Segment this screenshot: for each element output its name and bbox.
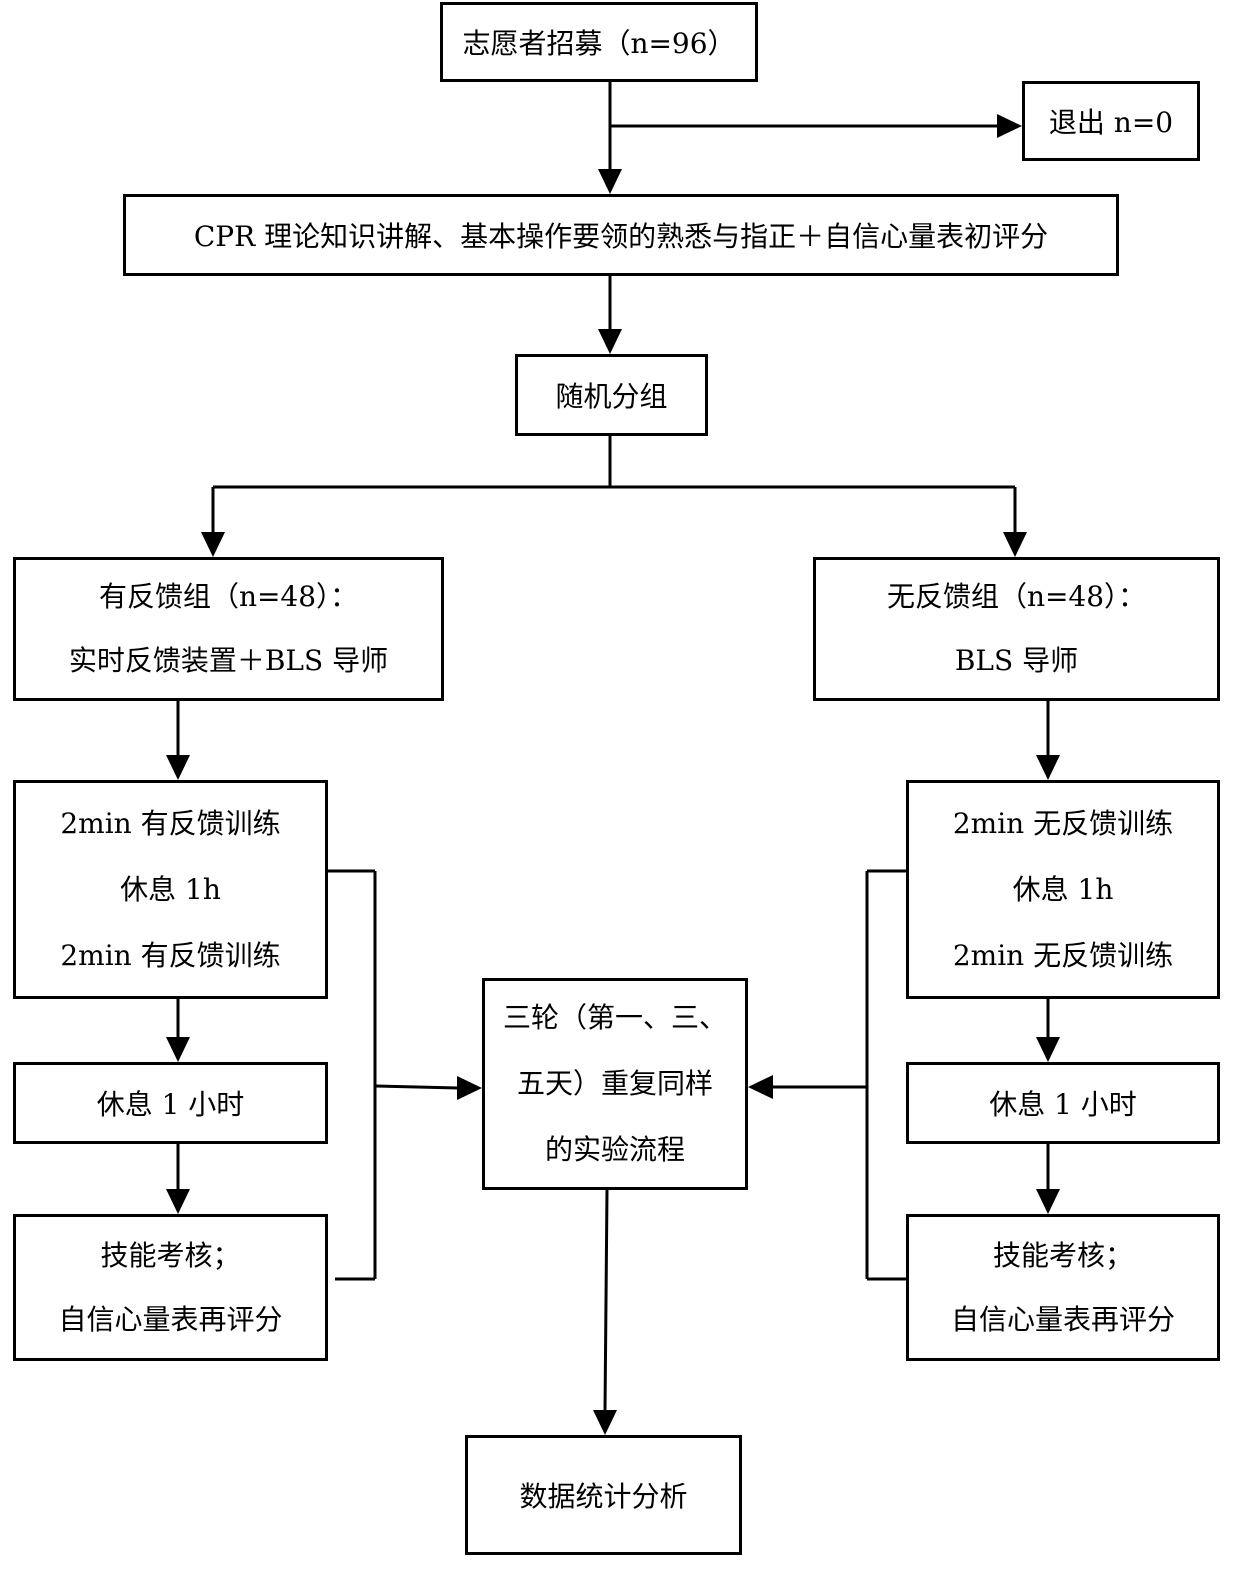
node-nofeedback-rest: 休息 1 小时 bbox=[906, 1062, 1220, 1144]
arrowhead-to-fb-rest bbox=[166, 1037, 190, 1062]
arrowhead-to-nfb-train bbox=[1036, 755, 1060, 780]
arrowhead-to-fb-group bbox=[201, 532, 225, 557]
arrowhead-to-exit bbox=[997, 114, 1022, 138]
node-nofeedback-group-line-1: 无反馈组（n=48）： bbox=[886, 580, 1147, 613]
node-recruit-line-1: 志愿者招募（n=96） bbox=[462, 27, 736, 60]
node-nofeedback-rest-line-1: 休息 1 小时 bbox=[989, 1088, 1137, 1121]
node-nofeedback-group-line-2: BLS 导师 bbox=[954, 644, 1079, 677]
node-repeat-line-2: 五天）重复同样 bbox=[516, 1067, 713, 1100]
arrowhead-to-training bbox=[598, 169, 622, 194]
node-exit: 退出 n=0 bbox=[1022, 81, 1200, 161]
node-random-line-1: 随机分组 bbox=[555, 380, 668, 413]
node-feedback-assessment: 技能考核； 自信心量表再评分 bbox=[13, 1214, 328, 1361]
node-analysis: 数据统计分析 bbox=[465, 1435, 742, 1555]
node-random: 随机分组 bbox=[515, 354, 708, 436]
node-nofeedback-assessment-line-2: 自信心量表再评分 bbox=[950, 1302, 1175, 1336]
arrowhead-to-fb-assess bbox=[166, 1189, 190, 1214]
node-repeat-line-3: 的实验流程 bbox=[544, 1133, 685, 1166]
edge-repeat-down bbox=[603, 1189, 609, 1412]
arrowhead-to-nfb-assess bbox=[1036, 1189, 1060, 1214]
arrowhead-to-nfb-rest bbox=[1036, 1037, 1060, 1062]
node-feedback-group: 有反馈组（n=48）： 实时反馈装置＋BLS 导师 bbox=[13, 557, 444, 701]
node-recruit: 志愿者招募（n=96） bbox=[440, 2, 758, 82]
node-feedback-assessment-line-2: 自信心量表再评分 bbox=[58, 1302, 283, 1336]
node-nofeedback-assessment: 技能考核； 自信心量表再评分 bbox=[906, 1214, 1220, 1361]
node-nofeedback-assessment-line-1: 技能考核； bbox=[992, 1238, 1133, 1272]
node-feedback-group-line-1: 有反馈组（n=48）： bbox=[98, 580, 359, 613]
arrowhead-right-to-repeat bbox=[748, 1075, 773, 1099]
node-feedback-training-line-1: 2min 有反馈训练 bbox=[60, 806, 281, 840]
node-repeat: 三轮（第一、三、 五天）重复同样 的实验流程 bbox=[482, 978, 748, 1190]
arrowhead-to-nfb-group bbox=[1003, 532, 1027, 557]
edge-left-to-repeat bbox=[374, 1084, 459, 1090]
node-nofeedback-training-line-2: 休息 1h bbox=[1012, 872, 1114, 906]
node-feedback-rest: 休息 1 小时 bbox=[13, 1062, 328, 1144]
arrowhead-left-to-repeat bbox=[457, 1076, 482, 1100]
node-nofeedback-training-line-3: 2min 无反馈训练 bbox=[952, 938, 1174, 972]
node-feedback-training-line-2: 休息 1h bbox=[120, 872, 221, 906]
node-nofeedback-group: 无反馈组（n=48）： BLS 导师 bbox=[813, 557, 1220, 701]
node-analysis-line-1: 数据统计分析 bbox=[519, 1480, 688, 1513]
node-training: CPR 理论知识讲解、基本操作要领的熟悉与指正＋自信心量表初评分 bbox=[123, 194, 1119, 276]
arrowhead-to-fb-train bbox=[166, 755, 190, 780]
node-nofeedback-training: 2min 无反馈训练 休息 1h 2min 无反馈训练 bbox=[906, 780, 1220, 999]
node-feedback-rest-line-1: 休息 1 小时 bbox=[96, 1088, 245, 1121]
node-feedback-assessment-line-1: 技能考核； bbox=[100, 1238, 241, 1272]
arrowhead-to-random bbox=[598, 329, 622, 354]
node-feedback-training: 2min 有反馈训练 休息 1h 2min 有反馈训练 bbox=[13, 780, 328, 999]
node-training-line-1: CPR 理论知识讲解、基本操作要领的熟悉与指正＋自信心量表初评分 bbox=[193, 220, 1049, 253]
arrowhead-to-analysis bbox=[593, 1410, 617, 1435]
node-exit-line-1: 退出 n=0 bbox=[1048, 106, 1174, 139]
node-feedback-training-line-3: 2min 有反馈训练 bbox=[60, 938, 281, 972]
node-repeat-line-1: 三轮（第一、三、 bbox=[502, 1001, 727, 1034]
node-feedback-group-line-2: 实时反馈装置＋BLS 导师 bbox=[68, 644, 389, 677]
node-nofeedback-training-line-1: 2min 无反馈训练 bbox=[952, 806, 1174, 840]
